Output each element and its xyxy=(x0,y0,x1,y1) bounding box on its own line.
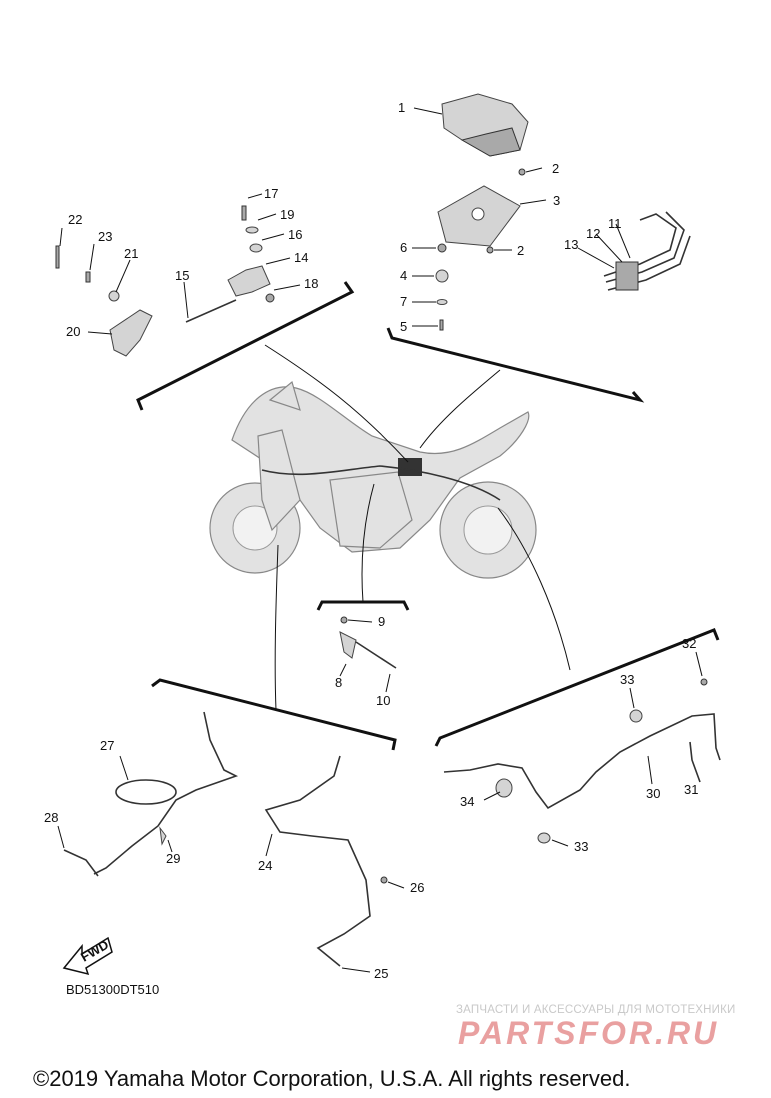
callout-29: 29 xyxy=(166,851,180,866)
bracket-bracket-group xyxy=(136,281,355,411)
bracket-front-hose-group xyxy=(151,678,397,751)
callout-32: 32 xyxy=(682,636,696,651)
callout-10: 10 xyxy=(376,693,390,708)
callout-18: 18 xyxy=(304,276,318,291)
fwd-arrow-icon: FWD xyxy=(62,937,113,976)
callout-2b: 2 xyxy=(517,243,524,258)
watermark-tagline: ЗАПЧАСТИ И АКСЕССУАРЫ ДЛЯ МОТОТЕХНИКИ xyxy=(456,1004,736,1016)
callout-24: 24 xyxy=(258,858,272,873)
rear-brake-hoses xyxy=(443,651,721,847)
wheel-speed-sensor xyxy=(339,616,397,693)
callout-6: 6 xyxy=(400,240,407,255)
bracket-abs-unit-group xyxy=(386,327,645,403)
abs-unit-on-bike xyxy=(398,458,422,476)
callout-20: 20 xyxy=(66,324,80,339)
callout-34: 34 xyxy=(460,794,474,809)
engine xyxy=(329,471,413,549)
bracket-sensor-group xyxy=(316,600,410,611)
abs-mounting-bracket xyxy=(412,167,547,331)
callout-16: 16 xyxy=(288,227,302,242)
callout-17: 17 xyxy=(264,186,278,201)
leader-bracket-group xyxy=(264,344,409,463)
callout-3: 3 xyxy=(553,193,560,208)
callout-15: 15 xyxy=(175,268,189,283)
callout-33b: 33 xyxy=(574,839,588,854)
watermark-logo: PARTSFOR.RU xyxy=(458,1015,720,1051)
callout-33a: 33 xyxy=(620,672,634,687)
callout-26: 26 xyxy=(410,880,424,895)
leader-rear-hose xyxy=(497,507,571,671)
callout-19: 19 xyxy=(280,207,294,222)
callout-9: 9 xyxy=(378,614,385,629)
bike-body xyxy=(231,386,530,553)
brake-pipe-assembly xyxy=(577,211,691,291)
callout-5: 5 xyxy=(400,319,407,334)
callout-1: 1 xyxy=(398,100,405,115)
callout-12: 12 xyxy=(586,226,600,241)
callout-21: 21 xyxy=(124,246,138,261)
callout-8: 8 xyxy=(335,675,342,690)
callout-28: 28 xyxy=(44,810,58,825)
front-sensor-bracket xyxy=(183,193,301,323)
callout-31: 31 xyxy=(684,782,698,797)
callout-13: 13 xyxy=(564,237,578,252)
front-brake-hoses xyxy=(57,711,405,973)
bike-brake-line xyxy=(261,465,501,501)
front-abs-bracket xyxy=(55,227,153,357)
callout-23: 23 xyxy=(98,229,112,244)
callout-14: 14 xyxy=(294,250,308,265)
bracket-rear-hose-group xyxy=(434,628,720,747)
callout-4: 4 xyxy=(400,268,407,283)
leader-sensor xyxy=(361,483,375,603)
abs-hydraulic-unit xyxy=(413,93,529,157)
callout-numbers: 1 2 2 3 4 5 6 7 8 9 10 11 12 13 14 15 16… xyxy=(44,100,698,981)
callout-11: 11 xyxy=(608,216,622,231)
callout-2a: 2 xyxy=(552,161,559,176)
copyright-notice: ©2019 Yamaha Motor Corporation, U.S.A. A… xyxy=(33,1066,631,1091)
windscreen xyxy=(268,380,301,411)
callout-25: 25 xyxy=(374,966,388,981)
motorcycle-illustration xyxy=(209,380,537,579)
callout-7: 7 xyxy=(400,294,407,309)
leader-front-hose xyxy=(274,544,279,711)
leader-abs-unit xyxy=(419,369,501,449)
group-brackets xyxy=(136,281,720,751)
callout-30: 30 xyxy=(646,786,660,801)
drawing-code: BD51300DT510 xyxy=(66,982,160,997)
callout-27: 27 xyxy=(100,738,114,753)
callout-22: 22 xyxy=(68,212,82,227)
front-fork xyxy=(257,429,301,532)
